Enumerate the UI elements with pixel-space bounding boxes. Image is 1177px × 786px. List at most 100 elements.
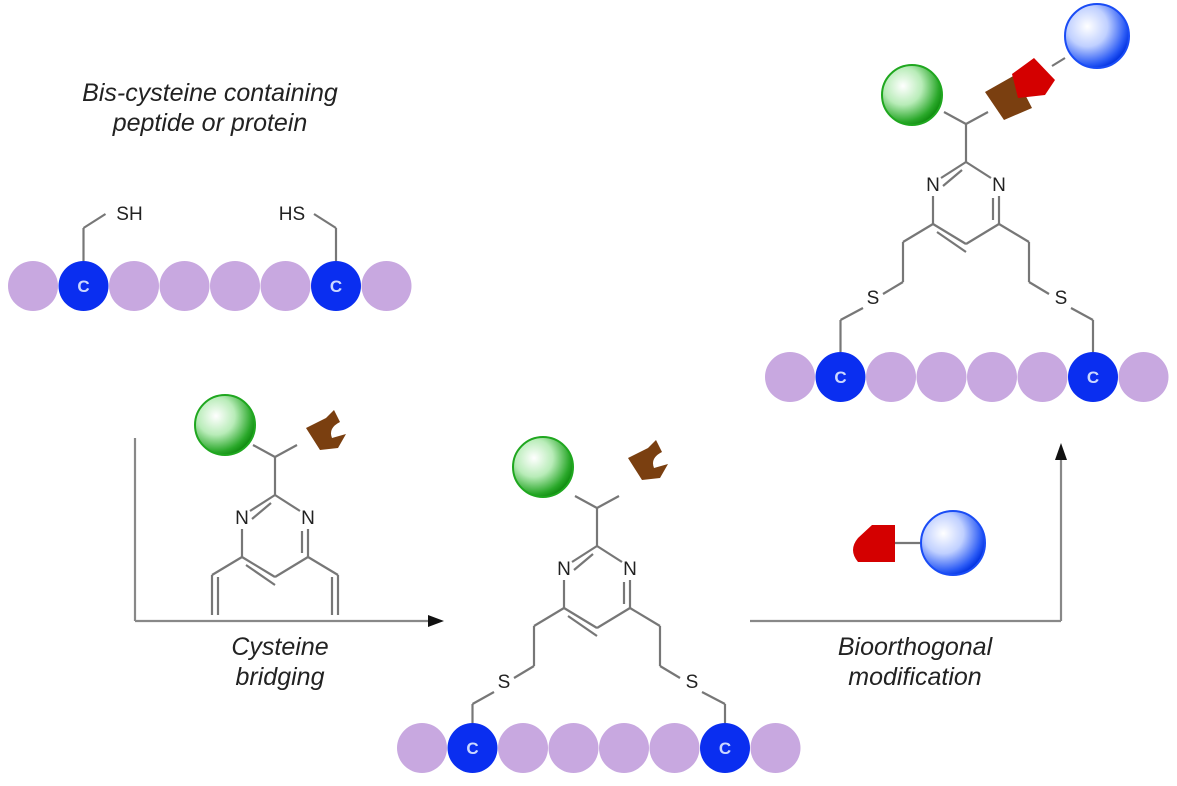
cysteine-residue bbox=[58, 261, 109, 311]
cysteine-label: C bbox=[1087, 368, 1099, 387]
nitrogen-label: N bbox=[557, 559, 571, 580]
cysteine-residue bbox=[447, 723, 498, 773]
cysteine-label: C bbox=[330, 277, 342, 296]
step1-line-1: Cysteine bbox=[231, 633, 329, 661]
amino-acid-residue bbox=[916, 352, 967, 402]
linker-bond bbox=[1051, 57, 1066, 67]
ring-bond bbox=[245, 564, 276, 586]
ethyl-bond bbox=[533, 607, 565, 627]
sulfur-label: S bbox=[686, 672, 699, 693]
cys-bond bbox=[313, 213, 337, 229]
blue-payload-ball bbox=[920, 510, 986, 576]
amino-acid-residue bbox=[210, 261, 260, 311]
ring-bond bbox=[932, 223, 967, 245]
ring-bond bbox=[965, 161, 992, 179]
ring-bond bbox=[573, 553, 594, 571]
linker-bond bbox=[596, 495, 620, 509]
amino-acid-residue bbox=[361, 261, 412, 311]
ethyl-bond bbox=[998, 223, 1030, 243]
thiol-label: HS bbox=[279, 204, 305, 225]
arrow-2-head bbox=[1055, 443, 1067, 460]
nitrogen-label: N bbox=[235, 508, 249, 529]
ring-bond bbox=[251, 502, 272, 520]
nitrogen-label: N bbox=[926, 175, 940, 196]
linker-bond bbox=[943, 111, 967, 125]
bioorthogonal-handle bbox=[628, 440, 668, 480]
thiol-label: SH bbox=[116, 204, 142, 225]
cys-bond bbox=[82, 213, 107, 229]
ring-bond bbox=[965, 223, 1000, 245]
bioorthogonal-handle bbox=[306, 410, 346, 450]
step1-line-2: bridging bbox=[235, 663, 325, 691]
amino-acid-residue bbox=[649, 723, 700, 773]
step2-line-2: modification bbox=[848, 663, 982, 691]
cysteine-residue bbox=[815, 352, 866, 402]
thioether-bond bbox=[471, 691, 495, 705]
cysteine-residue bbox=[1068, 352, 1118, 402]
amino-acid-residue bbox=[750, 723, 801, 773]
ethyl-bond bbox=[513, 665, 535, 679]
ring-bond bbox=[596, 607, 631, 629]
sulfur-label: S bbox=[1055, 288, 1068, 309]
ring-bond bbox=[936, 231, 967, 253]
ethyl-bond bbox=[659, 665, 681, 679]
ring-bond bbox=[249, 494, 276, 512]
title-label: Bis-cysteine containing peptide or prote… bbox=[40, 78, 380, 138]
amino-acid-residue bbox=[765, 352, 815, 402]
linker-bond bbox=[574, 495, 598, 509]
amino-acid-residue bbox=[1017, 352, 1068, 402]
thioether-bond bbox=[1070, 307, 1094, 321]
ethyl-bond bbox=[882, 281, 904, 295]
green-payload-ball bbox=[194, 394, 256, 456]
linker-bond bbox=[965, 111, 989, 125]
arrow-1-head bbox=[428, 615, 444, 627]
ring-bond bbox=[942, 169, 963, 187]
ring-bond bbox=[567, 615, 598, 637]
cysteine-residue bbox=[700, 723, 750, 773]
amino-acid-residue bbox=[159, 261, 210, 311]
amino-acid-residue bbox=[260, 261, 311, 311]
ring-bond bbox=[596, 545, 623, 563]
thioether-bond bbox=[839, 307, 864, 321]
amino-acid-residue bbox=[8, 261, 58, 311]
ring-bond bbox=[940, 161, 967, 179]
ring-bond bbox=[241, 556, 276, 578]
linker-bond bbox=[274, 444, 298, 458]
sulfur-label: S bbox=[498, 672, 511, 693]
step2-line-1: Bioorthogonal bbox=[837, 633, 993, 661]
green-payload-ball bbox=[512, 436, 574, 498]
ring-bond bbox=[274, 494, 301, 512]
partner-reactive-group bbox=[853, 525, 895, 562]
step-cysteine-bridging-label: Cysteine bridging bbox=[180, 632, 380, 692]
title-line-2: peptide or protein bbox=[112, 109, 308, 137]
amino-acid-residue bbox=[967, 352, 1017, 402]
green-payload-ball bbox=[881, 64, 943, 126]
cysteine-label: C bbox=[77, 277, 89, 296]
amino-acid-residue bbox=[109, 261, 159, 311]
amino-acid-residue bbox=[397, 723, 447, 773]
conjugated-partner bbox=[1012, 58, 1055, 98]
cysteine-label: C bbox=[466, 739, 478, 758]
vinyl-bond bbox=[211, 556, 243, 576]
amino-acid-residue bbox=[548, 723, 599, 773]
title-line-1: Bis-cysteine containing bbox=[82, 79, 338, 107]
ethyl-bond bbox=[1028, 281, 1050, 295]
linker-bond bbox=[252, 444, 276, 458]
step-bioorthogonal-label: Bioorthogonal modification bbox=[800, 632, 1030, 692]
amino-acid-residue bbox=[866, 352, 916, 402]
amino-acid-residue bbox=[1118, 352, 1169, 402]
amino-acid-residue bbox=[599, 723, 649, 773]
ring-bond bbox=[274, 556, 309, 578]
amino-acid-residue bbox=[498, 723, 548, 773]
sulfur-label: S bbox=[867, 288, 880, 309]
blue-payload-ball bbox=[1064, 3, 1130, 69]
cysteine-label: C bbox=[834, 368, 846, 387]
cysteine-residue bbox=[311, 261, 361, 311]
ethyl-bond bbox=[902, 223, 934, 243]
